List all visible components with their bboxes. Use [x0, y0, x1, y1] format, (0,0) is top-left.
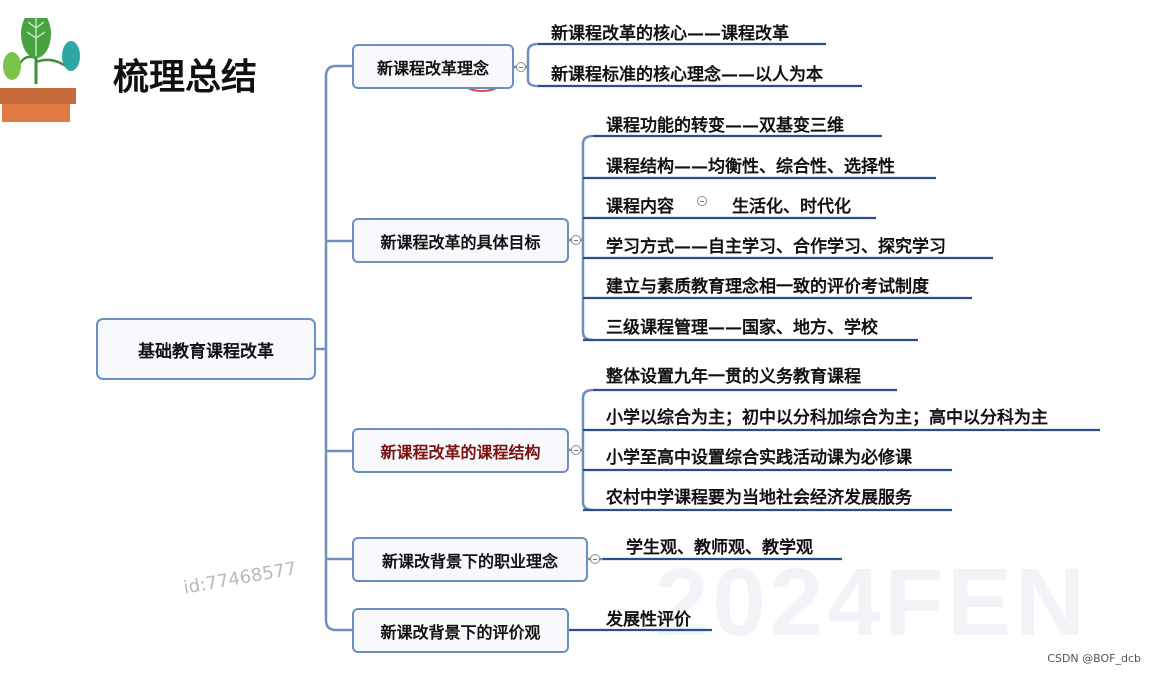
leaf-item[interactable]: 三级课程管理——国家、地方、学校 [606, 313, 878, 338]
source-credit: CSDN @BOF_dcb [1047, 652, 1141, 665]
collapse-toggle-icon[interactable] [571, 235, 581, 245]
leaf-item[interactable]: 生活化、时代化 [732, 192, 851, 217]
leaf-item[interactable]: 课程结构——均衡性、综合性、选择性 [606, 152, 895, 177]
root-node[interactable]: 基础教育课程改革 [96, 318, 316, 380]
branch-node-4[interactable]: 新课改背景下的职业理念 [352, 537, 588, 582]
leaf-item[interactable]: 学习方式——自主学习、合作学习、探究学习 [606, 232, 946, 257]
leaf-item[interactable]: 小学至高中设置综合实践活动课为必修课 [606, 443, 912, 468]
leaf-item[interactable]: 发展性评价 [606, 605, 691, 630]
leaf-item[interactable]: 新课程改革的核心——课程改革 [551, 19, 789, 44]
leaf-item[interactable]: 学生观、教师观、教学观 [626, 533, 813, 558]
leaf-item[interactable]: 新课程标准的核心理念——以人为本 [551, 60, 823, 85]
branch-node-2[interactable]: 新课程改革的具体目标 [352, 218, 569, 263]
branch-node-3[interactable]: 新课程改革的课程结构 [352, 428, 569, 473]
leaf-item[interactable]: 小学以综合为主；初中以分科加综合为主；高中以分科为主 [606, 403, 1048, 428]
leaf-item[interactable]: 整体设置九年一贯的义务教育课程 [606, 362, 861, 387]
collapse-toggle-icon[interactable] [590, 554, 600, 564]
collapse-toggle-icon[interactable] [571, 445, 581, 455]
branch-node-1[interactable]: 新课程改革理念 [352, 44, 514, 89]
leaf-item[interactable]: 农村中学课程要为当地社会经济发展服务 [606, 483, 912, 508]
collapse-toggle-icon[interactable] [697, 196, 707, 206]
leaf-item[interactable]: 课程功能的转变——双基变三维 [606, 111, 844, 136]
leaf-item[interactable]: 课程内容 [606, 192, 674, 217]
leaf-item[interactable]: 建立与素质教育理念相一致的评价考试制度 [606, 272, 929, 297]
branch-node-5[interactable]: 新课改背景下的评价观 [352, 608, 569, 653]
collapse-toggle-icon[interactable] [516, 62, 526, 72]
